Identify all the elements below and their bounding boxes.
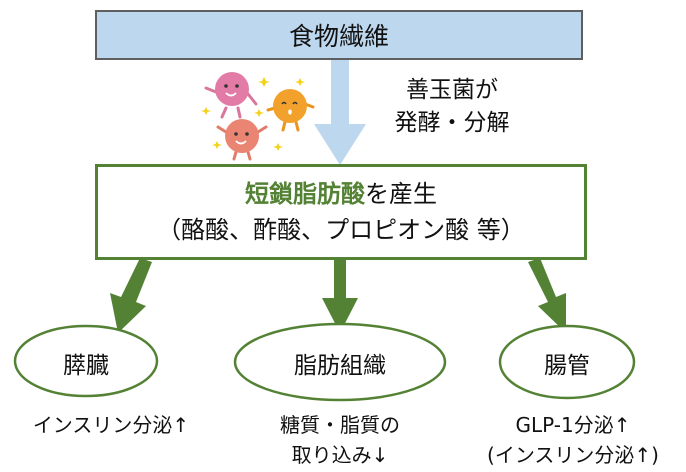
scfa-suffix: を産生 — [365, 180, 437, 208]
fermentation-arrow — [314, 58, 366, 165]
scfa-highlight: 短鎖脂肪酸 — [245, 180, 365, 208]
adipose-ellipse — [233, 322, 447, 402]
adipose-label: 脂肪組織 — [294, 353, 386, 379]
arrow-to-intestine — [528, 258, 566, 333]
pancreas-effect-line: インスリン分泌↑ — [32, 413, 190, 437]
dietary-fiber-label: 食物繊維 — [288, 22, 389, 51]
adipose-effect-line2: 取り込み↓ — [291, 443, 389, 467]
intestine-effect-line1: GLP-1分泌↑ — [515, 413, 631, 437]
bacteria-note-line1: 善玉菌が — [406, 77, 498, 103]
pancreas-effect: インスリン分泌↑ — [0, 410, 222, 440]
adipose-effect-line1: 糖質・脂質の — [280, 413, 400, 437]
scfa-box: 短鎖脂肪酸を産生 （酪酸、酢酸、プロピオン酸 等） — [95, 164, 587, 260]
bacteria-note-line2: 発酵・分解 — [394, 110, 510, 136]
dietary-fiber-box: 食物繊維 — [95, 10, 583, 60]
intestine-label: 腸管 — [544, 353, 590, 379]
sparkle-icon — [201, 77, 305, 151]
arrow-to-pancreas — [110, 258, 152, 333]
intestine-effect: GLP-1分泌↑ (インスリン分泌↑) — [460, 410, 686, 470]
orange-bacterium-icon — [266, 89, 315, 132]
scfa-heading: 短鎖脂肪酸を産生 — [245, 176, 437, 212]
scfa-examples: （酪酸、酢酸、プロピオン酸 等） — [157, 216, 525, 244]
pancreas-label: 膵臓 — [63, 353, 109, 379]
intestine-ellipse — [498, 324, 636, 400]
adipose-effect: 糖質・脂質の 取り込み↓ — [250, 410, 430, 470]
pancreas-ellipse — [13, 324, 159, 398]
intestine-effect-line2: (インスリン分泌↑) — [487, 443, 659, 467]
bacteria-illustration — [201, 72, 315, 161]
salmon-bacterium-icon — [216, 119, 268, 161]
arrow-to-adipose — [322, 258, 358, 333]
bacteria-note: 善玉菌が 発酵・分解 — [372, 74, 532, 140]
pink-bacterium-icon — [204, 72, 258, 119]
